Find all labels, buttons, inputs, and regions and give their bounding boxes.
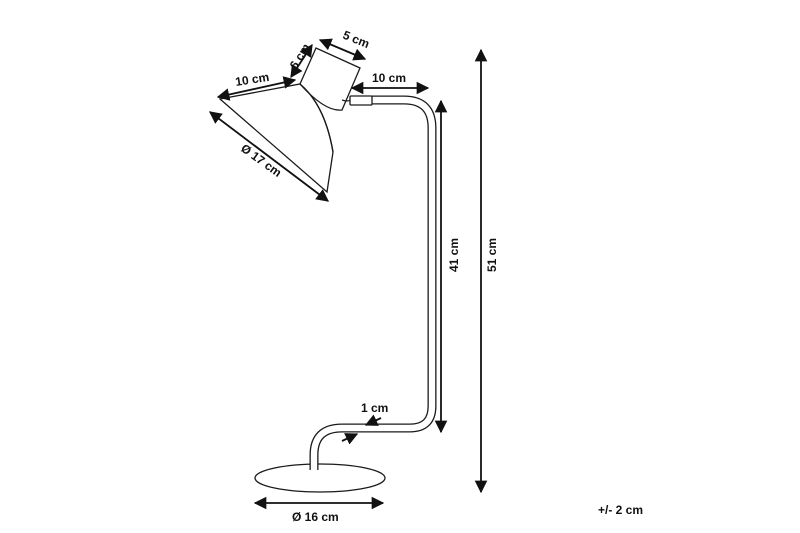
arm-length-label: 10 cm: [372, 71, 406, 85]
lamp-base: [254, 463, 386, 493]
shade-diameter-arrow: [208, 111, 330, 202]
tube-diameter-arrow-lower: [341, 433, 359, 445]
dimension-lines: [208, 38, 488, 510]
neck-length-arrow: [290, 43, 313, 79]
neck-width-label: 5 cm: [341, 28, 372, 51]
neck-width-arrow: [318, 38, 367, 61]
total-height-label: 51 cm: [485, 238, 499, 272]
arm-connector: [349, 95, 373, 106]
base-diameter-label: Ø 16 cm: [292, 510, 339, 524]
shade-top-length-label: 10 cm: [234, 70, 270, 89]
tube-diameter-label: 1 cm: [361, 401, 388, 415]
shade-top-length-arrow: [216, 76, 297, 101]
lamp-drawing: [218, 47, 437, 493]
tolerance-label: +/- 2 cm: [598, 503, 643, 517]
stem-height-label: 41 cm: [447, 238, 461, 272]
tube-diameter-arrow: [364, 414, 382, 426]
